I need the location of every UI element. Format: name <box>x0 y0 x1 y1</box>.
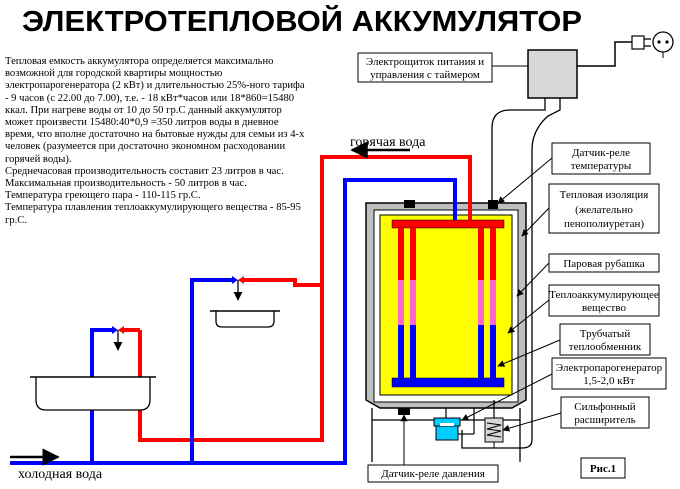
svg-text:Сильфонный: Сильфонный <box>574 401 636 413</box>
description-paragraph: Среднечасовая производительность состави… <box>5 165 284 190</box>
cold-water-pipe-branch-basin <box>190 278 232 463</box>
label-steam-jacket: Паровая рубашка <box>548 253 660 273</box>
description-paragraph: Температура греющего пара - 110-115 гр.С… <box>5 190 201 202</box>
heat-exchanger-tubes <box>398 228 496 378</box>
svg-text:Паровая рубашка: Паровая рубашка <box>563 258 644 270</box>
power-cable <box>577 41 633 67</box>
heat-exchanger-top-manifold <box>391 219 505 229</box>
label-steam-generator: Электропарогенератор 1,5-2,0 кВт <box>551 357 667 390</box>
svg-text:(желательно: (желательно <box>575 204 633 216</box>
hot-water-label: горячая вода <box>350 135 426 150</box>
svg-text:расширитель: расширитель <box>574 414 635 426</box>
control-wire-relay <box>491 98 546 206</box>
control-wire-generator <box>461 98 561 449</box>
svg-text:Теплоаккумулирующее: Теплоаккумулирующее <box>549 289 659 301</box>
svg-text:пенополиуретан): пенополиуретан) <box>564 218 644 230</box>
label-control-panel: Электрощиток питания и управления с тайм… <box>357 52 493 83</box>
hot-water-pipe <box>138 155 472 442</box>
svg-text:Датчик-реле давления: Датчик-реле давления <box>381 468 485 480</box>
diagram-title: ЭЛЕКТРОТЕПЛОВОЙ АККУМУЛЯТОР <box>22 4 582 38</box>
sink-icon <box>30 376 156 411</box>
svg-text:управления с таймером: управления с таймером <box>370 69 480 81</box>
label-pressure-relay: Датчик-реле давления <box>367 464 499 483</box>
svg-text:температуры: температуры <box>571 160 632 172</box>
figure-label: Рис.1 <box>580 457 626 479</box>
svg-text:Трубчатый: Трубчатый <box>580 328 631 340</box>
heat-exchanger-bottom-manifold <box>391 377 505 388</box>
svg-text:Электропарогенератор: Электропарогенератор <box>556 362 663 374</box>
faucet-icon <box>112 326 124 351</box>
bellows-icon <box>484 400 504 448</box>
cold-water-pipe <box>10 178 457 465</box>
label-temperature-relay: Датчик-реле температуры <box>551 142 651 175</box>
control-panel-box <box>527 49 578 99</box>
svg-text:Рис.1: Рис.1 <box>590 463 616 475</box>
svg-text:1,5-2,0 кВт: 1,5-2,0 кВт <box>583 375 635 387</box>
svg-text:теплообменник: теплообменник <box>569 341 642 353</box>
label-heat-exchanger: Трубчатый теплообменник <box>559 323 651 356</box>
pressure-relay-sensor <box>398 408 410 415</box>
temperature-relay-sensor <box>488 200 498 209</box>
faucet-icon <box>232 276 244 301</box>
svg-text:Тепловая изоляция: Тепловая изоляция <box>560 189 649 201</box>
label-bellows: Сильфонный расширитель <box>560 396 650 429</box>
power-plug-icon <box>631 35 651 50</box>
svg-text:вещество: вещество <box>582 302 626 314</box>
cold-water-pipe-branch-sink <box>90 328 112 463</box>
label-heat-storage: Теплоаккумулирующее вещество <box>548 284 660 317</box>
description-text: Тепловая емкость аккумулятора определяет… <box>5 56 307 227</box>
description-paragraph: Тепловая емкость аккумулятора определяет… <box>5 56 305 165</box>
top-fitting-left <box>404 200 415 208</box>
steam-generator <box>433 408 475 441</box>
sink-icon <box>210 310 280 328</box>
hot-water-pipe-branch <box>243 278 322 287</box>
svg-text:Электрощиток питания и: Электрощиток питания и <box>366 56 484 68</box>
label-insulation: Тепловая изоляция (желательно пенополиур… <box>548 183 660 234</box>
socket-icon <box>652 31 674 58</box>
svg-text:Датчик-реле: Датчик-реле <box>572 147 630 159</box>
description-paragraph: Температура плавления теплоаккумулирующе… <box>5 202 301 226</box>
cold-water-label: холодная вода <box>18 467 103 482</box>
